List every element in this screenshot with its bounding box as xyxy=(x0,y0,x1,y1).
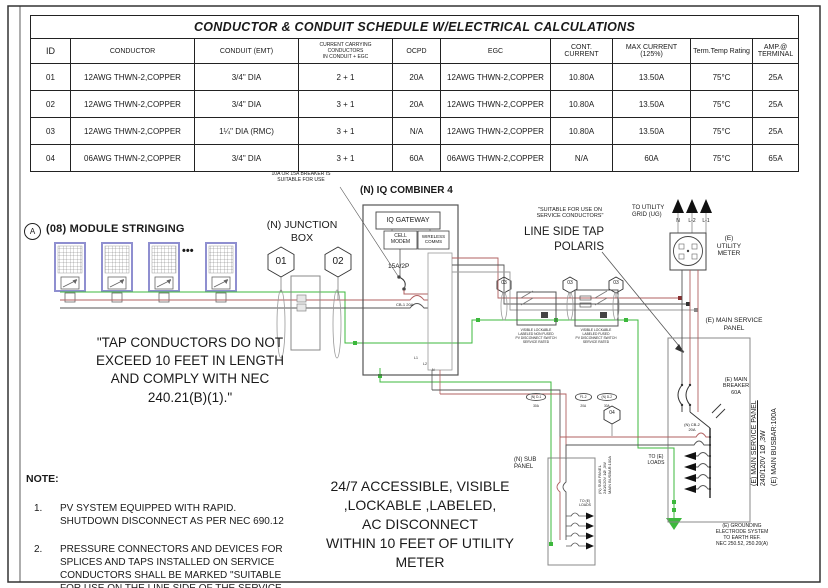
meter-terminal-l1: L-1 xyxy=(702,218,710,224)
main-panel-vert-rating: 240/120V 1Ø ,3W xyxy=(759,430,767,486)
array-bus-wires xyxy=(60,295,428,309)
note-text: PV SYSTEM EQUIPPED WITH RAPID. SHUTDOWN … xyxy=(60,502,284,527)
note-item-1: 1. PV SYSTEM EQUIPPED WITH RAPID. SHUTDO… xyxy=(26,502,328,528)
main-panel-vert-label: (E) MAIN SERVICE PANEL 240/120V 1Ø ,3W xyxy=(751,400,768,486)
cell-modem-label: CELL MODEM xyxy=(390,233,411,245)
to-loads-main-label: TO (E) LOADS xyxy=(647,454,665,466)
grounding-electrode-label: (E) GROUNDING ELECTRODE SYSTEM TO EARTH … xyxy=(715,523,769,547)
notes-title: NOTE: xyxy=(26,473,59,485)
conduit-id-03: 03 xyxy=(501,280,507,286)
col-conductor: CONDUCTOR xyxy=(70,38,195,64)
disconnect-2-label: VISIBLE LOCKABLE LABELED FUSED PV DISCON… xyxy=(575,328,617,345)
device-tag: F1-2 xyxy=(574,393,592,401)
utility-meter-label: (E) UTILITY METER xyxy=(716,235,742,258)
pv-module-array xyxy=(54,242,237,303)
ac-disconnect-note: 24/7 ACCESSIBLE, VISIBLE ,LOCKABLE ,LABE… xyxy=(326,478,514,570)
table-title: CONDUCTOR & CONDUIT SCHEDULE W/ELECTRICA… xyxy=(29,15,800,39)
device-tag: (N) D-2 xyxy=(596,393,617,401)
col-id: ID xyxy=(30,38,71,64)
conduit-id-03: 03 xyxy=(613,280,619,286)
meter-terminal-l2: L-2 xyxy=(688,218,696,224)
array-marker-circle: A xyxy=(24,223,41,240)
polaris-label: POLARIS xyxy=(554,241,604,253)
disconnect-1-label: VISIBLE LOCKABLE LABELED NON FUSED PV DI… xyxy=(515,328,557,345)
disconnect-1-tags: (N) D-1 30A xyxy=(504,347,568,445)
conduit-id-01: 01 xyxy=(275,256,287,267)
col-max-current: MAX CURRENT (125%) xyxy=(612,38,691,64)
device-amp: 20A xyxy=(580,403,587,408)
main-breaker-label: (E) MAIN BREAKER 60A xyxy=(722,377,750,396)
col-ocpd: OCPD xyxy=(392,38,441,64)
conduit-id-02: 02 xyxy=(332,256,344,267)
iq-combiner-title: (N) IQ COMBINER 4 xyxy=(360,185,453,196)
col-conduit: CONDUIT (EMT) xyxy=(194,38,299,64)
device-amp: 30A xyxy=(603,403,610,408)
meter-terminal-n: N xyxy=(676,218,680,224)
notes-block: NOTE: 1. PV SYSTEM EQUIPPED WITH RAPID. … xyxy=(26,460,328,588)
note-item-2: 2. PRESSURE CONNECTORS AND DEVICES FOR S… xyxy=(26,543,328,588)
cb1-label: CB-1 20A xyxy=(396,302,414,307)
conduit-schedule-table: CONDUCTOR & CONDUIT SCHEDULE W/ELECTRICA… xyxy=(29,15,800,172)
suitable-for-service-note: "SUITABLE FOR USE ON SERVICE CONDUCTORS" xyxy=(536,207,604,220)
note-number: 1. xyxy=(34,502,43,514)
conduit-schedule: CONDUCTOR & CONDUIT SCHEDULE W/ELECTRICA… xyxy=(29,15,800,172)
ellipsis-dots: ••• xyxy=(182,245,194,257)
conduit-markers xyxy=(267,246,624,436)
line-side-tap-title: LINE SIDE TAP xyxy=(523,226,605,238)
pv-disconnect-switches xyxy=(500,289,620,327)
iq-gateway-label: IQ GATEWAY xyxy=(386,217,430,224)
col-term-temp: Term.Temp Rating xyxy=(690,38,753,64)
sub-panel xyxy=(547,457,596,566)
grounding-electrode-symbol xyxy=(666,518,682,530)
sheet-frame xyxy=(7,5,821,583)
module-stringing-title: (08) MODULE STRINGING xyxy=(46,223,185,235)
main-service-panel xyxy=(559,270,751,523)
main-busbar-vert-label: (E) MAIN BUSBAR:100A xyxy=(771,408,778,486)
sub-panel-vert-label: (N) SUB PANEL 240/120V 1Ø ,3W MAIN BUSBA… xyxy=(597,455,612,494)
note-number: 2. xyxy=(34,543,43,555)
to-loads-sub-label: TO (E) LOADS xyxy=(579,499,591,508)
main-panel-vert-title: (E) MAIN SERVICE PANEL xyxy=(751,400,758,486)
col-cont-current: CONT. CURRENT xyxy=(550,38,613,64)
conduit-id-03: 03 xyxy=(567,280,573,286)
tap-conductors-note: "TAP CONDUCTORS DO NOT EXCEED 10 FEET IN… xyxy=(95,335,285,405)
ground-dots xyxy=(353,318,682,546)
wireless-comms-label: WIRELESS COMMS xyxy=(421,234,446,245)
breaker-15a-label: 15A/2P xyxy=(388,263,410,270)
col-amp-terminal: AMP.@ TERMINAL xyxy=(751,38,800,64)
breaker-suitability-note: 10A OR 15A BREAKER IS SUITABLE FOR USE xyxy=(271,171,331,183)
utility-meter xyxy=(669,199,712,271)
main-service-panel-label: (E) MAIN SERVICE PANEL xyxy=(705,317,763,332)
col-egc: EGC xyxy=(440,38,551,64)
junction-box-label: (N) JUNCTION BOX xyxy=(266,219,338,245)
to-utility-grid-label: TO UTILITY GRID (UG) xyxy=(632,205,665,219)
device-tag: (N) D-1 xyxy=(525,393,547,401)
l1-label: L1 xyxy=(414,356,418,360)
note-text: PRESSURE CONNECTORS AND DEVICES FOR SPLI… xyxy=(60,543,283,588)
col-ccc: CURRENT CARRYING CONDUCTORS IN CONDUIT +… xyxy=(298,38,393,64)
cb2-label: (N) CB-2 20A xyxy=(684,422,700,432)
n-label: N xyxy=(432,368,435,372)
disconnect-2-tags: F1-2 20A (N) D-2 30A xyxy=(558,347,634,445)
conduit-id-04: 04 xyxy=(609,410,615,416)
sub-panel-label: (N) SUB PANEL xyxy=(514,457,537,471)
device-amp: 30A xyxy=(533,403,539,408)
table-header-row: ID CONDUCTOR CONDUIT (EMT) CURRENT CARRY… xyxy=(30,38,800,64)
l2-label: L2 xyxy=(423,362,427,366)
